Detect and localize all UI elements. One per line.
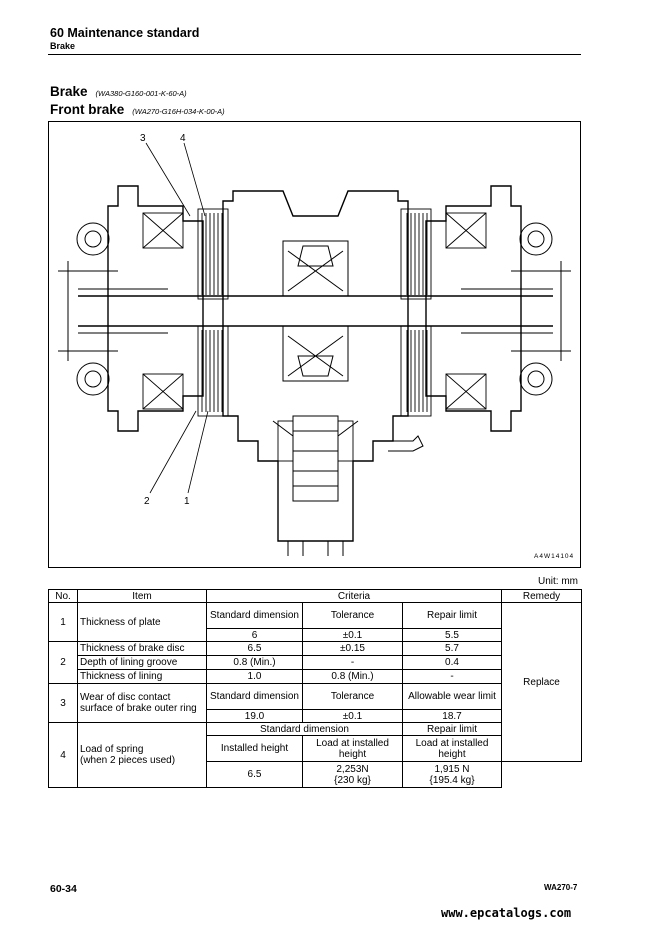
value-cell: - — [302, 655, 403, 670]
row-item: Thickness of lining — [77, 669, 207, 684]
row-item-line2: (when 2 pieces used) — [80, 755, 176, 766]
unit-label: Unit: mm — [538, 576, 578, 587]
section-title: Brake (WA380-G160-001-K-60-A) — [50, 84, 187, 99]
subheader-tolerance: Tolerance — [302, 602, 403, 629]
value-cell: 19.0 — [206, 709, 303, 723]
callout-3: 3 — [140, 133, 146, 144]
subheader-repair-limit: Repair limit — [401, 602, 503, 629]
table-row: 3 Wear of disc contact surface of brake … — [48, 683, 582, 723]
row-item: Depth of lining groove — [77, 655, 207, 670]
value-cell: ±0.1 — [302, 628, 403, 642]
subheader-repair-limit: Repair limit — [401, 722, 503, 736]
subheader-tolerance: Tolerance — [302, 683, 403, 710]
value-cell: ±0.15 — [302, 641, 403, 656]
value-cell: - — [401, 669, 503, 684]
value-cell: 1.0 — [206, 669, 303, 684]
section-subtitle-text: Front brake — [50, 102, 125, 117]
load-standard-kg: {230 kg} — [334, 774, 371, 786]
subheader-load-installed: Load at installed height — [302, 735, 403, 762]
value-cell: 18.7 — [401, 709, 503, 723]
subheader-installed-height: Installed height — [206, 735, 303, 762]
table-row: 6.5 2,253N{230 kg} 1,915 N{195.4 kg} — [49, 761, 582, 788]
col-item: Item — [77, 589, 207, 603]
value-cell: 5.7 — [401, 641, 503, 656]
col-remedy: Remedy — [501, 589, 583, 603]
model-number: WA270-7 — [544, 883, 578, 892]
section-title-text: Brake — [50, 84, 88, 99]
value-cell: 1,915 N{195.4 kg} — [401, 761, 503, 788]
row-item-line1: Load of spring — [80, 744, 144, 755]
row-item: Thickness of brake disc — [77, 641, 207, 656]
col-no: No. — [48, 589, 78, 603]
load-limit-kg: {195.4 kg} — [429, 774, 475, 786]
section-subcode: (WA270-G16H-034-K-00-A) — [132, 107, 225, 116]
subheader-standard: Standard dimension — [206, 602, 303, 629]
figure-id: A4W14104 — [534, 553, 575, 560]
subheader-load-installed-limit: Load at installed height — [401, 735, 503, 762]
row-item: Thickness of plate — [77, 602, 207, 642]
value-cell: 0.8 (Min.) — [302, 669, 403, 684]
table-row: 1 Thickness of plate Standard dimension … — [48, 602, 583, 762]
watermark-text: www.epcatalogs.com — [441, 906, 572, 920]
load-limit-n: 1,915 N — [434, 763, 470, 775]
callout-1: 1 — [184, 496, 190, 507]
table-header-row: No. Item Criteria Remedy — [48, 589, 583, 603]
header-title: 60 Maintenance standard — [50, 26, 200, 40]
section-subtitle: Front brake (WA270-G16H-034-K-00-A) — [50, 102, 225, 117]
row-no: 4 — [48, 722, 78, 788]
row-no: 2 — [48, 641, 78, 684]
col-criteria: Criteria — [205, 589, 503, 603]
row-item: Wear of disc contact surface of brake ou… — [77, 683, 207, 723]
table-row: Depth of lining groove 0.8 (Min.) - 0.4 — [49, 655, 582, 670]
value-cell: 0.8 (Min.) — [206, 655, 303, 670]
value-cell: ±0.1 — [302, 709, 403, 723]
callout-2: 2 — [144, 496, 150, 507]
page-number: 60-34 — [50, 883, 77, 895]
value-cell: 2,253N{230 kg} — [302, 761, 403, 788]
table-row: Thickness of lining 1.0 0.8 (Min.) - — [49, 669, 582, 684]
value-cell: 0.4 — [401, 655, 503, 670]
brake-cross-section-drawing: 3 4 2 1 — [48, 121, 581, 568]
callout-4: 4 — [180, 133, 186, 144]
section-code: (WA380-G160-001-K-60-A) — [95, 89, 187, 98]
remedy-cell: Replace — [501, 602, 583, 762]
value-cell: 6.5 — [206, 641, 303, 656]
row-item: Load of spring(when 2 pieces used) — [77, 722, 207, 788]
subheader-allowable-wear-limit: Allowable wear limit — [401, 683, 503, 710]
value-cell: 5.5 — [401, 628, 503, 642]
row-no: 3 — [48, 683, 78, 723]
maintenance-table: No. Item Criteria Remedy 1 Thickness of … — [48, 589, 583, 788]
load-standard-n: 2,253N — [336, 763, 369, 775]
value-cell: 6.5 — [206, 761, 303, 788]
table-row: 2 Thickness of brake disc 6.5 ±0.15 5.7 — [48, 641, 582, 684]
value-cell: 6 — [206, 628, 303, 642]
subheader-standard: Standard dimension — [206, 683, 303, 710]
header-subtitle: Brake — [50, 41, 76, 51]
header-rule — [48, 54, 581, 55]
row-no: 1 — [48, 602, 78, 642]
subheader-standard-dimension: Standard dimension — [206, 722, 403, 736]
